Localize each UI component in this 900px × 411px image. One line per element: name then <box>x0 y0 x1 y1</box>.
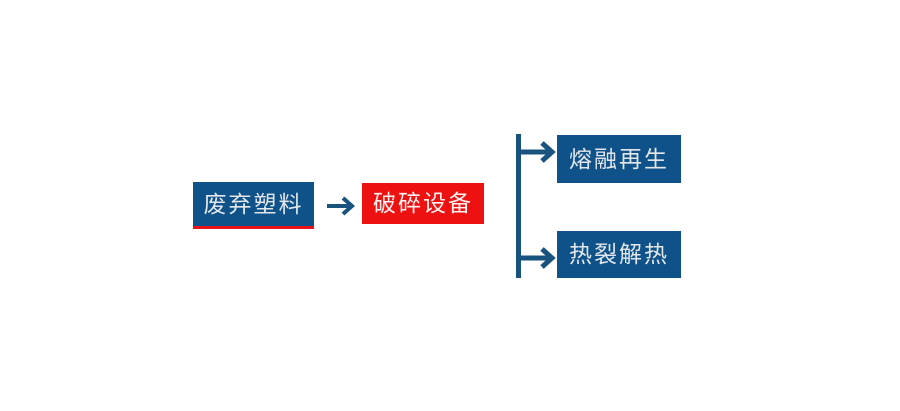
node-pyrolysis-heat[interactable]: 热裂解热 <box>557 231 681 278</box>
node-melt-regeneration-label: 熔融再生 <box>569 145 669 172</box>
node-crusher-equipment-label: 破碎设备 <box>373 190 473 216</box>
node-waste-plastic-label: 废弃塑料 <box>203 190 304 217</box>
node-crusher-equipment[interactable]: 破碎设备 <box>362 183 484 224</box>
branch-bracket-icon <box>510 128 562 286</box>
node-waste-plastic[interactable]: 废弃塑料 <box>193 182 314 226</box>
node-melt-regeneration[interactable]: 熔融再生 <box>557 135 681 183</box>
node-pyrolysis-heat-label: 热裂解热 <box>569 241 669 267</box>
accent-bar-waste-plastic <box>193 226 314 229</box>
arrow-right-icon <box>322 192 358 220</box>
